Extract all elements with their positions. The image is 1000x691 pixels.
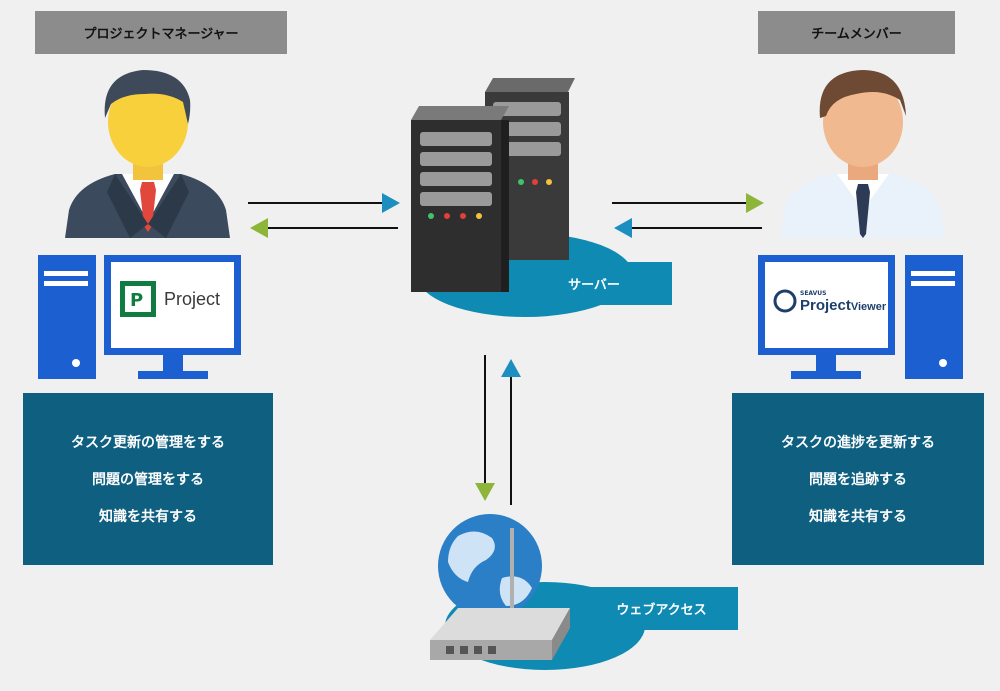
manager-computer-icon: P	[38, 255, 241, 379]
manager-task-3: 知識を共有する	[99, 509, 197, 525]
manager-server-arrows	[248, 193, 400, 238]
member-task-box: タスクの進捗を更新する 問題を追跡する 知識を共有する	[732, 393, 984, 565]
server-web-arrows	[475, 355, 521, 505]
member-role-tag: チームメンバー	[758, 11, 955, 54]
viewer-app-sub: Viewer	[850, 301, 887, 313]
svg-text:P: P	[130, 290, 143, 311]
web-access-label: ウェブアクセス	[585, 587, 738, 630]
manager-task-2: 問題の管理をする	[92, 472, 204, 488]
member-computer-icon	[758, 255, 963, 379]
server-label: サーバー	[516, 262, 672, 305]
viewer-app-logo: ProjectViewer	[800, 297, 886, 315]
manager-avatar-icon	[65, 70, 230, 238]
manager-task-1: タスク更新の管理をする	[71, 435, 225, 451]
member-avatar-icon	[780, 70, 945, 238]
manager-task-box: タスク更新の管理をする 問題の管理をする 知識を共有する	[23, 393, 273, 565]
member-task-3: 知識を共有する	[809, 509, 907, 525]
project-app-label: Project	[164, 289, 221, 309]
viewer-app-top: SEAVUS	[800, 290, 827, 297]
server-member-arrows	[612, 193, 764, 238]
manager-role-tag: プロジェクトマネージャー	[35, 11, 287, 54]
member-task-2: 問題を追跡する	[809, 472, 907, 488]
web-access-icon	[430, 514, 645, 670]
viewer-app-brand: Project	[800, 297, 851, 314]
member-task-1: タスクの進捗を更新する	[781, 435, 935, 451]
